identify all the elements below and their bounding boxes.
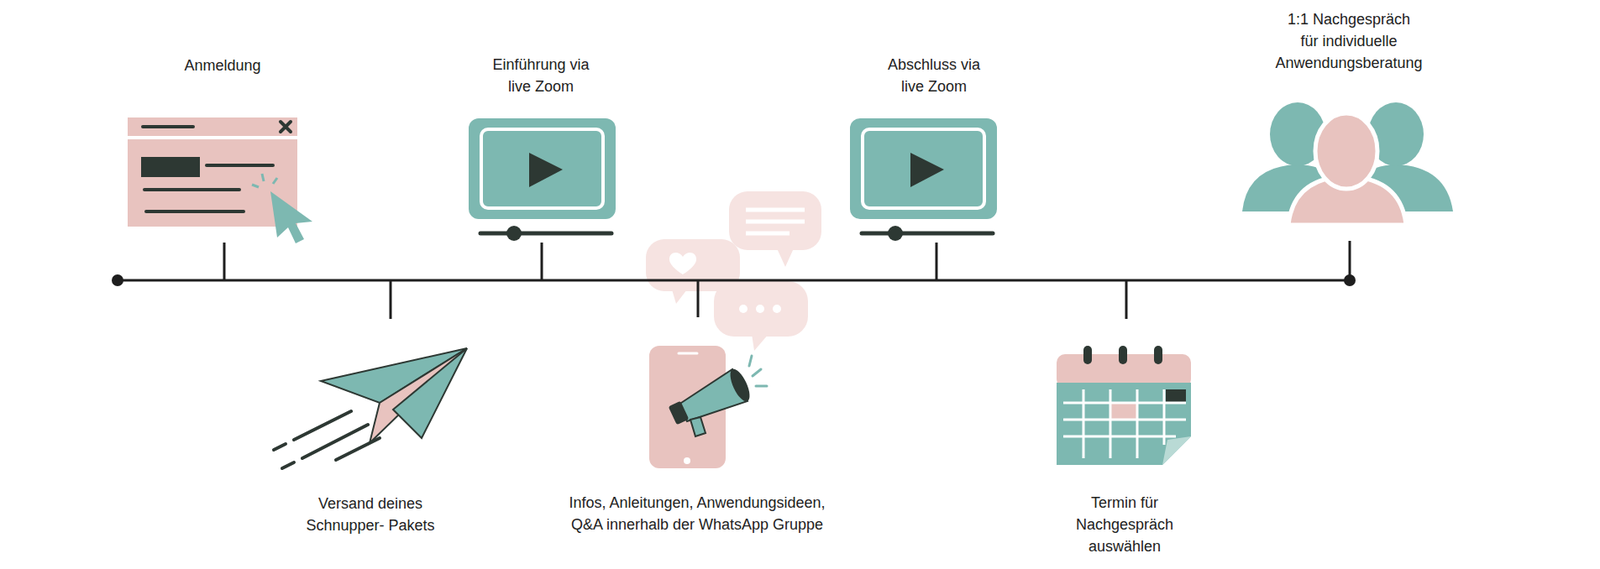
text-line: Termin für: [1075, 492, 1174, 515]
text-line: Versand deines: [305, 493, 435, 515]
video-screen-icon: [468, 118, 616, 242]
calendar-icon: [1056, 346, 1191, 466]
video-screen-icon: [849, 118, 997, 242]
step-label: 1:1 Nachgespräch für individuelle Anwend…: [1274, 8, 1422, 74]
label-position: Infos, Anleitungen, Anwendungsideen, Q&A…: [568, 492, 825, 536]
text-line: Q&A innerhalb der WhatsApp Gruppe: [568, 514, 825, 536]
label-position: Termin für Nachgespräch auswählen: [1075, 492, 1174, 558]
text-line: 1:1 Nachgespräch: [1274, 8, 1422, 31]
text-line: Nachgespräch: [1075, 514, 1174, 536]
text-line: Einführung via: [492, 53, 589, 76]
text-line: Anmeldung: [183, 54, 261, 77]
step-label: Abschluss via live Zoom: [887, 53, 981, 98]
speech-bubbles: [645, 191, 822, 352]
text-line: live Zoom: [887, 75, 981, 98]
label-position: Versand deines Schnupper- Pakets: [305, 493, 435, 537]
step-label: Versand deines Schnupper- Pakets: [305, 493, 435, 537]
label-position: Abschluss via live Zoom: [887, 53, 981, 98]
text-line: Anwendungsberatung: [1274, 52, 1422, 74]
text-line: für individuelle: [1274, 30, 1422, 53]
label-position: Anmeldung: [183, 54, 261, 77]
form-window-icon: [127, 117, 313, 244]
text-line: Infos, Anleitungen, Anwendungsideen,: [568, 492, 825, 515]
timeline-axis: [111, 241, 1356, 320]
label-position: Einführung via live Zoom: [492, 53, 589, 98]
step-label: Anmeldung: [183, 54, 261, 77]
people-icon: [1242, 102, 1454, 226]
step-label: Termin für Nachgespräch auswählen: [1075, 492, 1174, 558]
text-line: auswählen: [1075, 535, 1174, 558]
label-position: 1:1 Nachgespräch für individuelle Anwend…: [1274, 8, 1422, 74]
text-line: live Zoom: [492, 75, 589, 98]
step-label: Einführung via live Zoom: [492, 53, 589, 98]
step-label: Infos, Anleitungen, Anwendungsideen, Q&A…: [568, 492, 825, 536]
text-line: Abschluss via: [887, 53, 981, 76]
text-line: Schnupper- Pakets: [305, 514, 435, 537]
paper-plane-icon: [273, 348, 467, 469]
phone-megaphone-icon: [649, 346, 767, 469]
